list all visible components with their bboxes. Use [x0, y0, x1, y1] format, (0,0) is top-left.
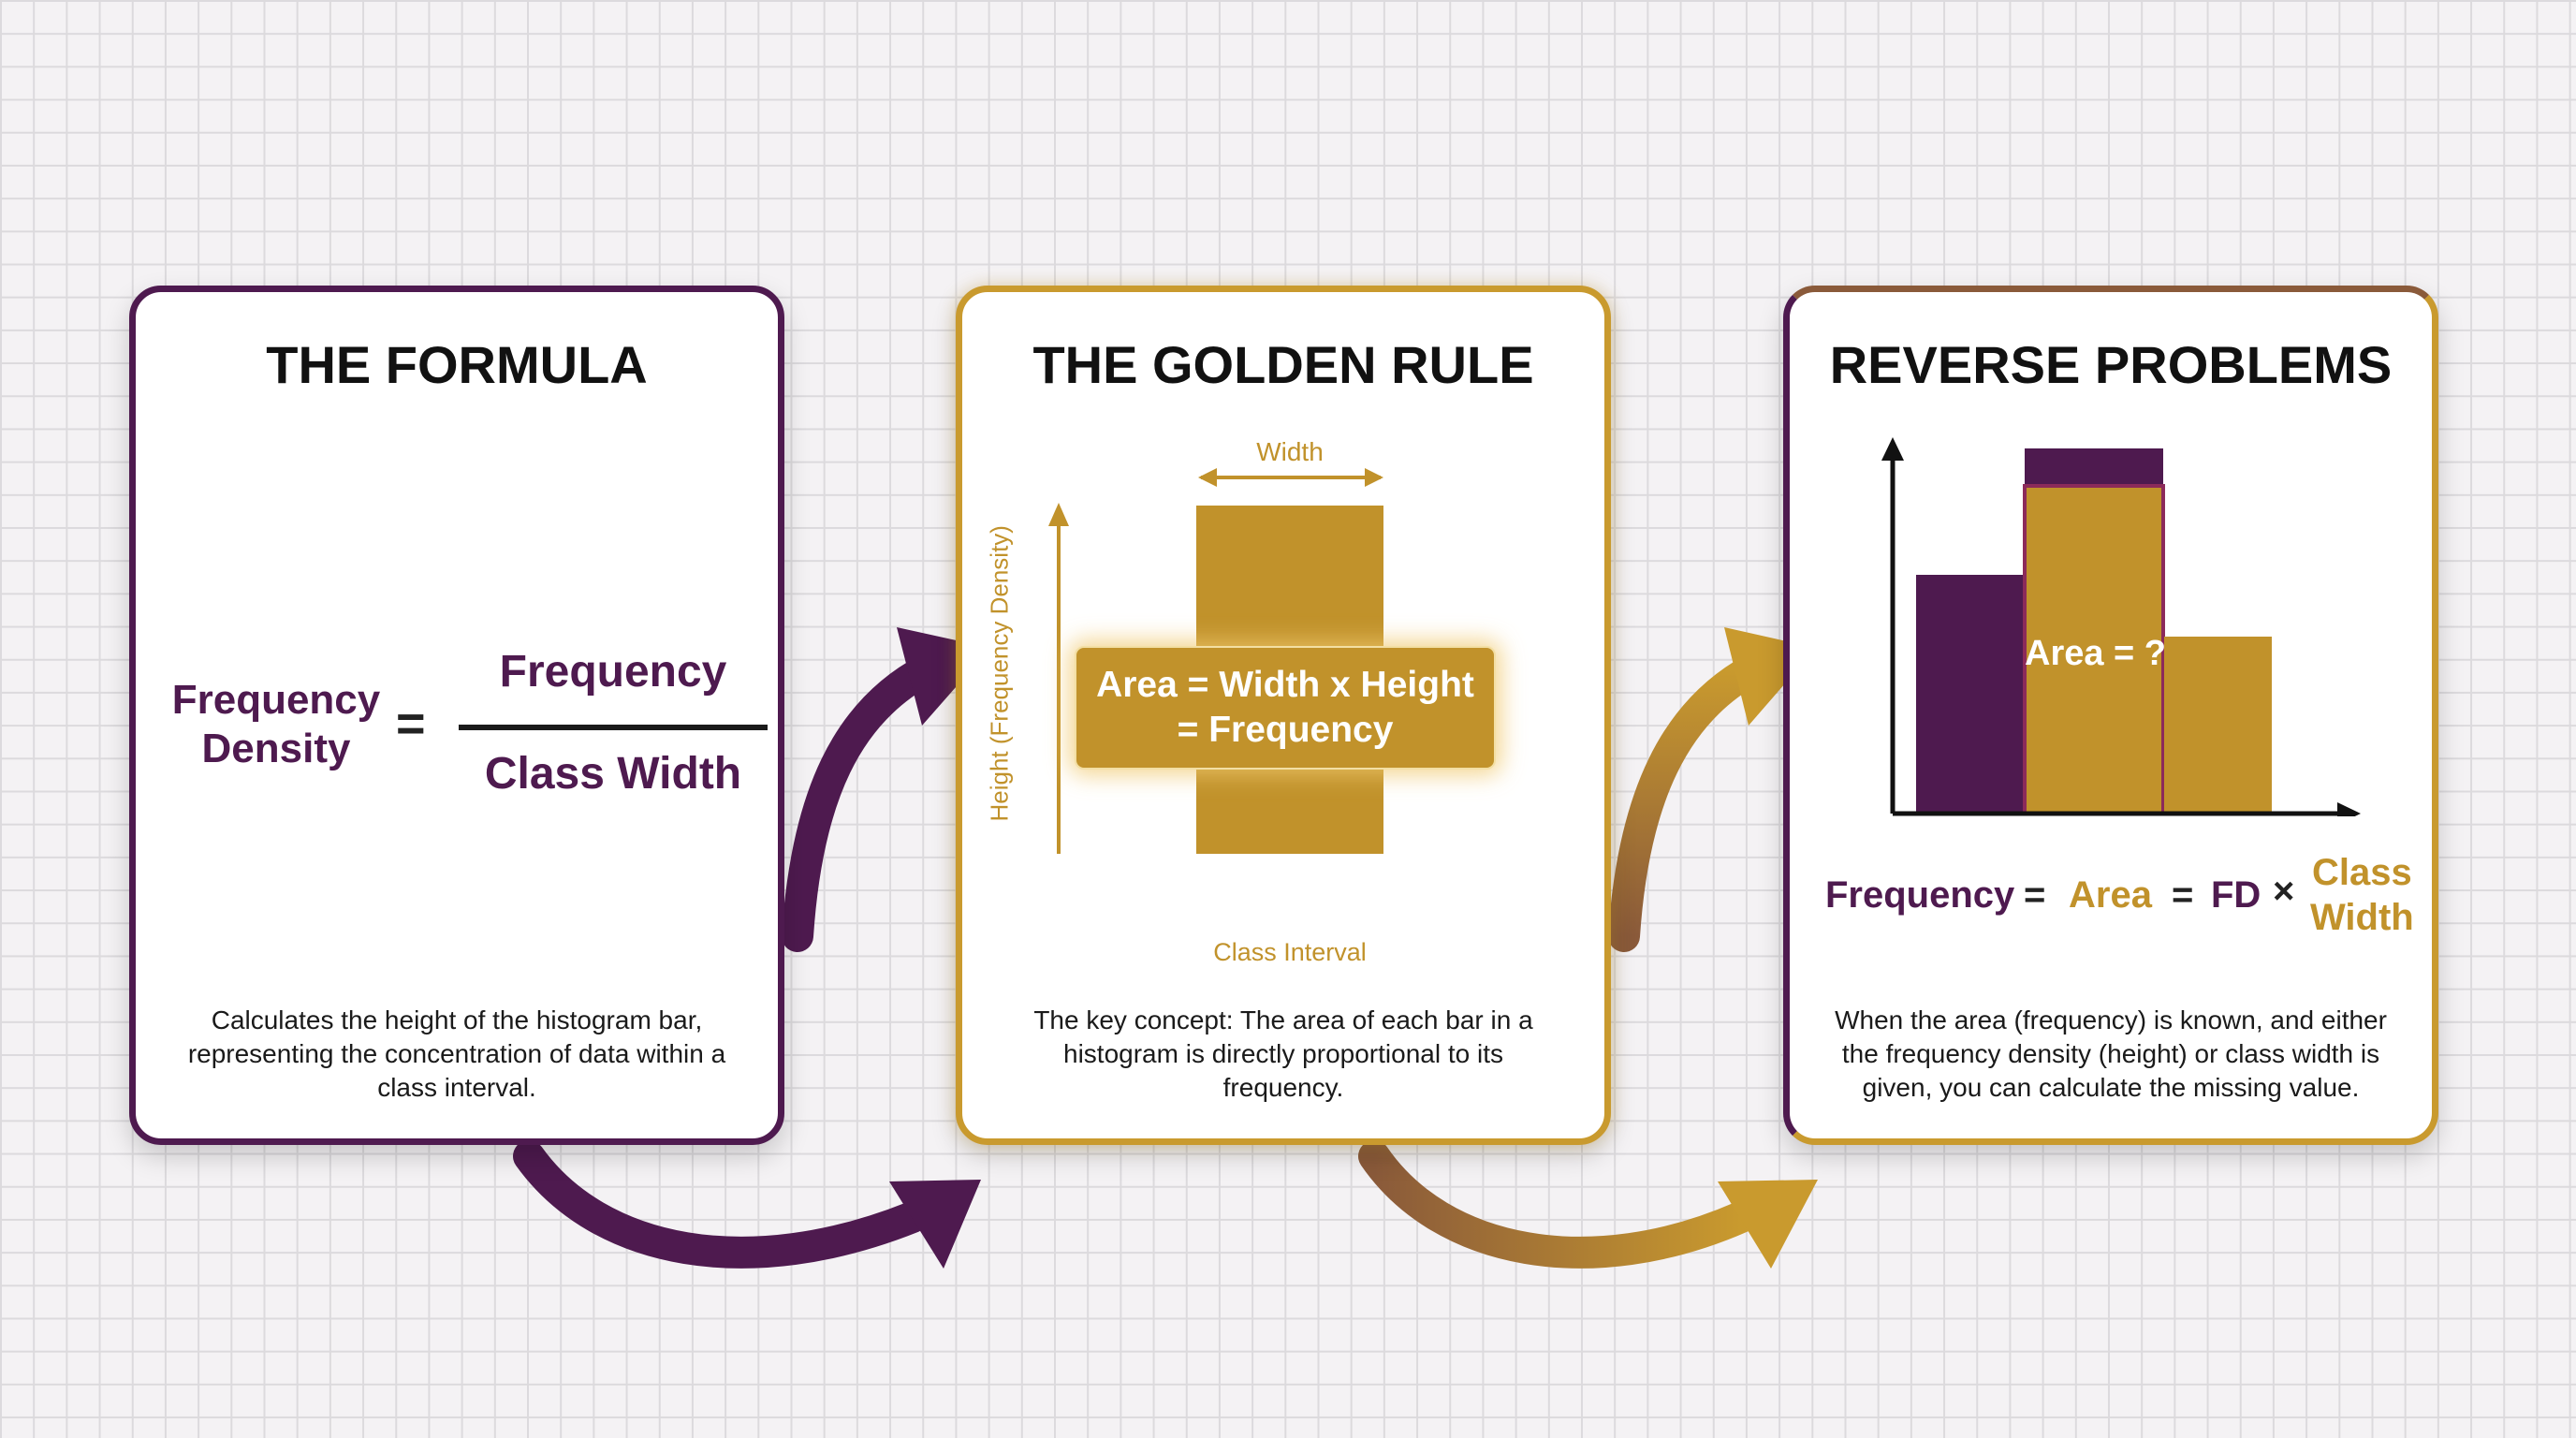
eq-equals-2: = — [2172, 874, 2194, 916]
reverse-histogram — [1881, 437, 2361, 816]
area-callout: Area = Width x Height = Frequency — [1075, 646, 1496, 770]
y-axis-label: Height (Frequency Density) — [985, 525, 1014, 822]
card-description: Calculates the height of the histogram b… — [187, 1005, 726, 1102]
width-arrow-right-head — [1365, 468, 1383, 487]
card-description: When the area (frequency) is known, and … — [1835, 1005, 2387, 1102]
bar-middle — [2023, 484, 2165, 815]
eq-times: × — [2273, 871, 2295, 912]
eq-frequency: Frequency — [1825, 874, 2015, 916]
formula-equals: = — [396, 696, 426, 752]
eq-fd: FD — [2211, 874, 2261, 916]
bar-left — [1916, 575, 2024, 814]
bar-middle-top — [2025, 448, 2163, 486]
bar-right — [2164, 637, 2272, 814]
x-axis-arrowhead — [2337, 802, 2361, 816]
card-title: THE FORMULA — [266, 335, 648, 394]
card-description: The key concept: The area of each bar in… — [1033, 1005, 1533, 1102]
reverse-problems-card: REVERSE PROBLEMS Area = ? Frequency = Ar… — [1783, 286, 2438, 1145]
formula-lhs-line1: Frequency — [171, 677, 381, 723]
arrow-right-curved-icon — [513, 1140, 981, 1269]
y-axis-arrowhead — [1048, 503, 1069, 526]
card-title: REVERSE PROBLEMS — [1829, 335, 2393, 394]
width-label: Width — [1256, 437, 1324, 466]
formula-numerator: Frequency — [499, 647, 727, 697]
width-arrow-left-head — [1198, 468, 1217, 487]
eq-class-width: Class Width — [2310, 850, 2414, 940]
arrow-right-curved-icon — [1358, 1140, 1818, 1269]
y-axis-arrowhead — [1881, 437, 1904, 461]
eq-class-line1: Class — [2311, 852, 2412, 893]
card-title: THE GOLDEN RULE — [1032, 335, 1534, 394]
x-axis-label: Class Interval — [1213, 938, 1367, 966]
formula-lhs-line2: Density — [201, 726, 351, 771]
callout-line2: = Frequency — [1177, 710, 1394, 750]
formula-card: THE FORMULA Frequency Density = Frequenc… — [129, 286, 784, 1145]
golden-rule-card: THE GOLDEN RULE Width Height (Frequency … — [956, 286, 1611, 1145]
formula-lhs: Frequency Density — [164, 676, 388, 773]
eq-equals-1: = — [2024, 874, 2046, 916]
area-diagram — [1048, 468, 1383, 854]
area-question-label: Area = ? — [2025, 634, 2167, 673]
formula-denominator: Class Width — [484, 749, 742, 799]
callout-line1: Area = Width x Height — [1096, 665, 1474, 705]
eq-area: Area — [2069, 874, 2152, 916]
fraction-bar — [459, 725, 768, 730]
eq-class-line2: Width — [2310, 897, 2414, 938]
